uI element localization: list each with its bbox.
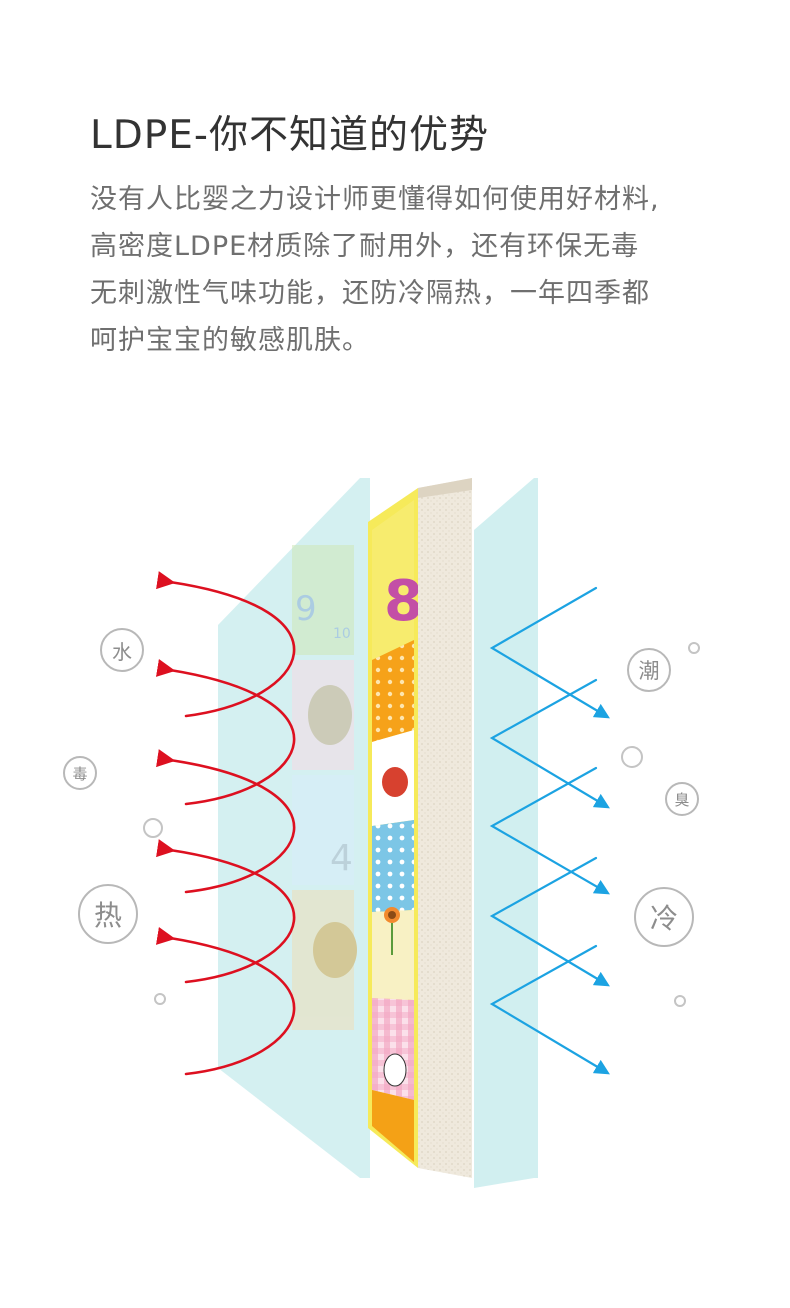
heat-arrow bbox=[155, 926, 296, 1076]
heat-badge: 热 bbox=[78, 884, 138, 944]
cold-label: 冷 bbox=[649, 902, 678, 935]
description-line: 没有人比婴之力设计师更懂得如何使用好材料, bbox=[90, 184, 660, 215]
description-line: 高密度LDPE材质除了耐用外，还有环保无毒 bbox=[90, 231, 640, 262]
foam-core-layer bbox=[418, 478, 472, 1178]
mat-number-10: 10 bbox=[333, 626, 351, 642]
description-line: 无刺激性气味功能，还防冷隔热，一年四季都 bbox=[90, 278, 650, 309]
cold-arrow bbox=[489, 766, 610, 895]
heat-label: 热 bbox=[93, 899, 122, 932]
bubble-dot bbox=[621, 746, 643, 768]
odor-label: 臭 bbox=[674, 790, 690, 809]
bubble-dot bbox=[143, 818, 163, 838]
heat-arrow bbox=[156, 839, 296, 984]
heat-arrows bbox=[155, 571, 296, 1076]
mat-top-print: 8 bbox=[368, 488, 423, 1168]
bubble-dot bbox=[154, 993, 166, 1005]
description-line: 呵护宝宝的敏感肌肤。 bbox=[90, 325, 370, 356]
water-label: 水 bbox=[112, 639, 132, 664]
description: 没有人比婴之力设计师更懂得如何使用好材料, 高密度LDPE材质除了耐用外，还有环… bbox=[90, 176, 750, 364]
mat-number-4: 4 bbox=[330, 838, 353, 879]
cold-arrows bbox=[489, 586, 610, 1075]
insulation-illustration: 9 10 4 8 bbox=[0, 460, 790, 1200]
cold-arrow bbox=[489, 586, 610, 719]
water-badge: 水 bbox=[100, 628, 144, 672]
mat-number-9: 9 bbox=[295, 589, 317, 629]
toxin-badge: 毒 bbox=[63, 756, 97, 790]
cold-arrow bbox=[489, 944, 610, 1075]
bubble-dot bbox=[674, 995, 686, 1007]
heat-arrow bbox=[156, 749, 296, 894]
insulation-diagram-svg: 9 10 4 8 bbox=[155, 478, 610, 1188]
damp-label: 潮 bbox=[638, 659, 660, 683]
bubble-dot bbox=[688, 642, 700, 654]
mat-number-8: 8 bbox=[384, 569, 423, 634]
cold-badge: 冷 bbox=[634, 887, 694, 947]
heat-arrow bbox=[156, 571, 296, 718]
damp-badge: 潮 bbox=[627, 648, 671, 692]
odor-badge: 臭 bbox=[665, 782, 699, 816]
toxin-label: 毒 bbox=[72, 764, 88, 783]
mat-face-print: 9 10 4 bbox=[292, 545, 357, 1030]
page-title: LDPE-你不知道的优势 bbox=[90, 113, 489, 158]
heat-arrow bbox=[155, 658, 296, 806]
